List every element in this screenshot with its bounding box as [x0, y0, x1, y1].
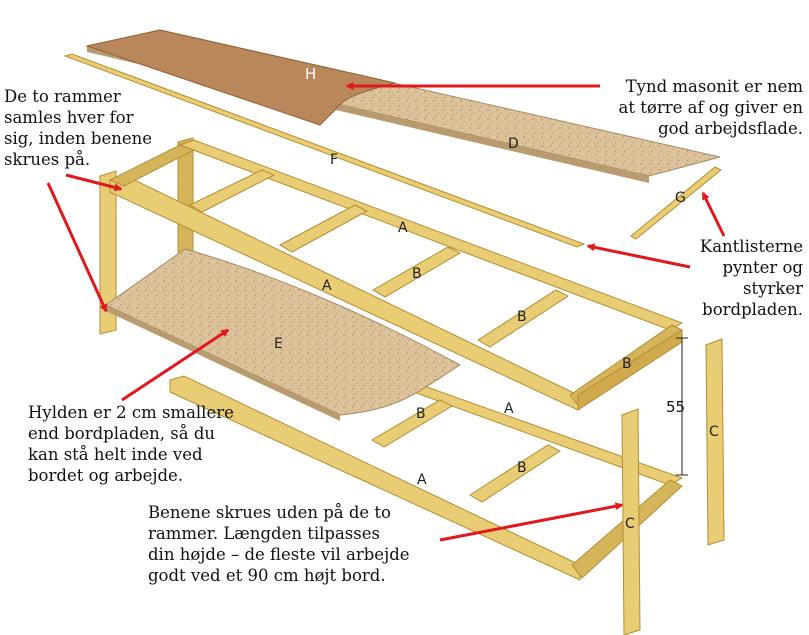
note-line: samles hver for — [4, 108, 134, 127]
label-b1: B — [412, 266, 422, 282]
upper-crossbar-4 — [477, 289, 570, 348]
upper-crossbar-2 — [278, 204, 369, 253]
note-line: bordpladen. — [702, 300, 803, 319]
arrow-edges-g — [701, 191, 726, 237]
note-line: Kantlisterne — [699, 237, 803, 256]
shelf-e-edge — [106, 305, 340, 421]
note-line: pynter og — [722, 258, 803, 277]
label-a2: A — [322, 278, 332, 294]
note-line: end bordpladen, så du — [28, 424, 216, 443]
note-line: godt ved et 90 cm højt bord. — [148, 566, 386, 585]
note-line: rammer. Længden tilpasses — [148, 524, 380, 543]
note-shelf: Hylden er 2 cm smallere end bordpladen, … — [28, 402, 234, 486]
note-line: skrues på. — [4, 150, 91, 169]
note-line: Hylden er 2 cm smallere — [28, 403, 234, 422]
edge-strip-g — [630, 166, 722, 240]
arrow-frames-upper — [65, 173, 123, 192]
leg-left — [99, 170, 117, 335]
note-line: god arbejdsflade. — [658, 119, 803, 138]
leg-c-front — [621, 408, 641, 635]
arrow-legs — [439, 502, 624, 542]
upper-frame-rail-a-back — [178, 139, 684, 331]
label-d: D — [508, 136, 519, 152]
label-c1: C — [709, 424, 719, 440]
label-f: F — [330, 152, 338, 168]
shelf-e — [105, 248, 461, 416]
note-line: De to rammer — [4, 87, 121, 106]
edge-strip-f — [63, 53, 586, 248]
lower-crossbar-2 — [469, 444, 562, 503]
note-edges: Kantlisterne pynter og styrker bordplade… — [700, 236, 803, 320]
label-a4: A — [417, 472, 427, 488]
arrow-shelf — [121, 328, 230, 402]
note-frames: De to rammer samles hver for sig, inden … — [4, 86, 152, 170]
note-line: sig, inden benene — [4, 129, 153, 148]
label-c2: C — [625, 516, 635, 532]
label-b4: B — [416, 406, 426, 422]
label-e: E — [274, 336, 283, 352]
leg-c-loose — [705, 338, 725, 546]
note-line: styrker — [743, 279, 803, 298]
label-a3: A — [504, 401, 514, 417]
note-line: Benene skrues uden på de to — [148, 503, 391, 522]
label-b3: B — [622, 356, 632, 372]
label-b5: B — [517, 460, 527, 476]
lower-crossbar-1 — [371, 399, 454, 448]
upper-crossbar-3 — [372, 246, 462, 298]
label-a1: A — [398, 220, 408, 236]
note-line: at tørre af og giver en — [618, 98, 803, 117]
label-h: H — [305, 65, 316, 83]
note-line: Tynd masonit er nem — [625, 77, 803, 96]
dimension-value: 55 — [666, 398, 685, 416]
note-line: kan stå helt inde ved — [28, 445, 203, 464]
note-line: din højde – de fleste vil arbejde — [148, 545, 410, 564]
arrow-frames-lower — [46, 182, 108, 313]
note-masonite: Tynd masonit er nem at tørre af og giver… — [619, 76, 803, 139]
label-b2: B — [517, 309, 527, 325]
upper-crossbar-1 — [188, 169, 276, 213]
arrow-edges-f — [586, 243, 691, 269]
note-legs: Benene skrues uden på de to rammer. Læng… — [148, 502, 410, 586]
label-g: G — [675, 190, 686, 206]
note-line: bordet og arbejde. — [28, 466, 184, 485]
